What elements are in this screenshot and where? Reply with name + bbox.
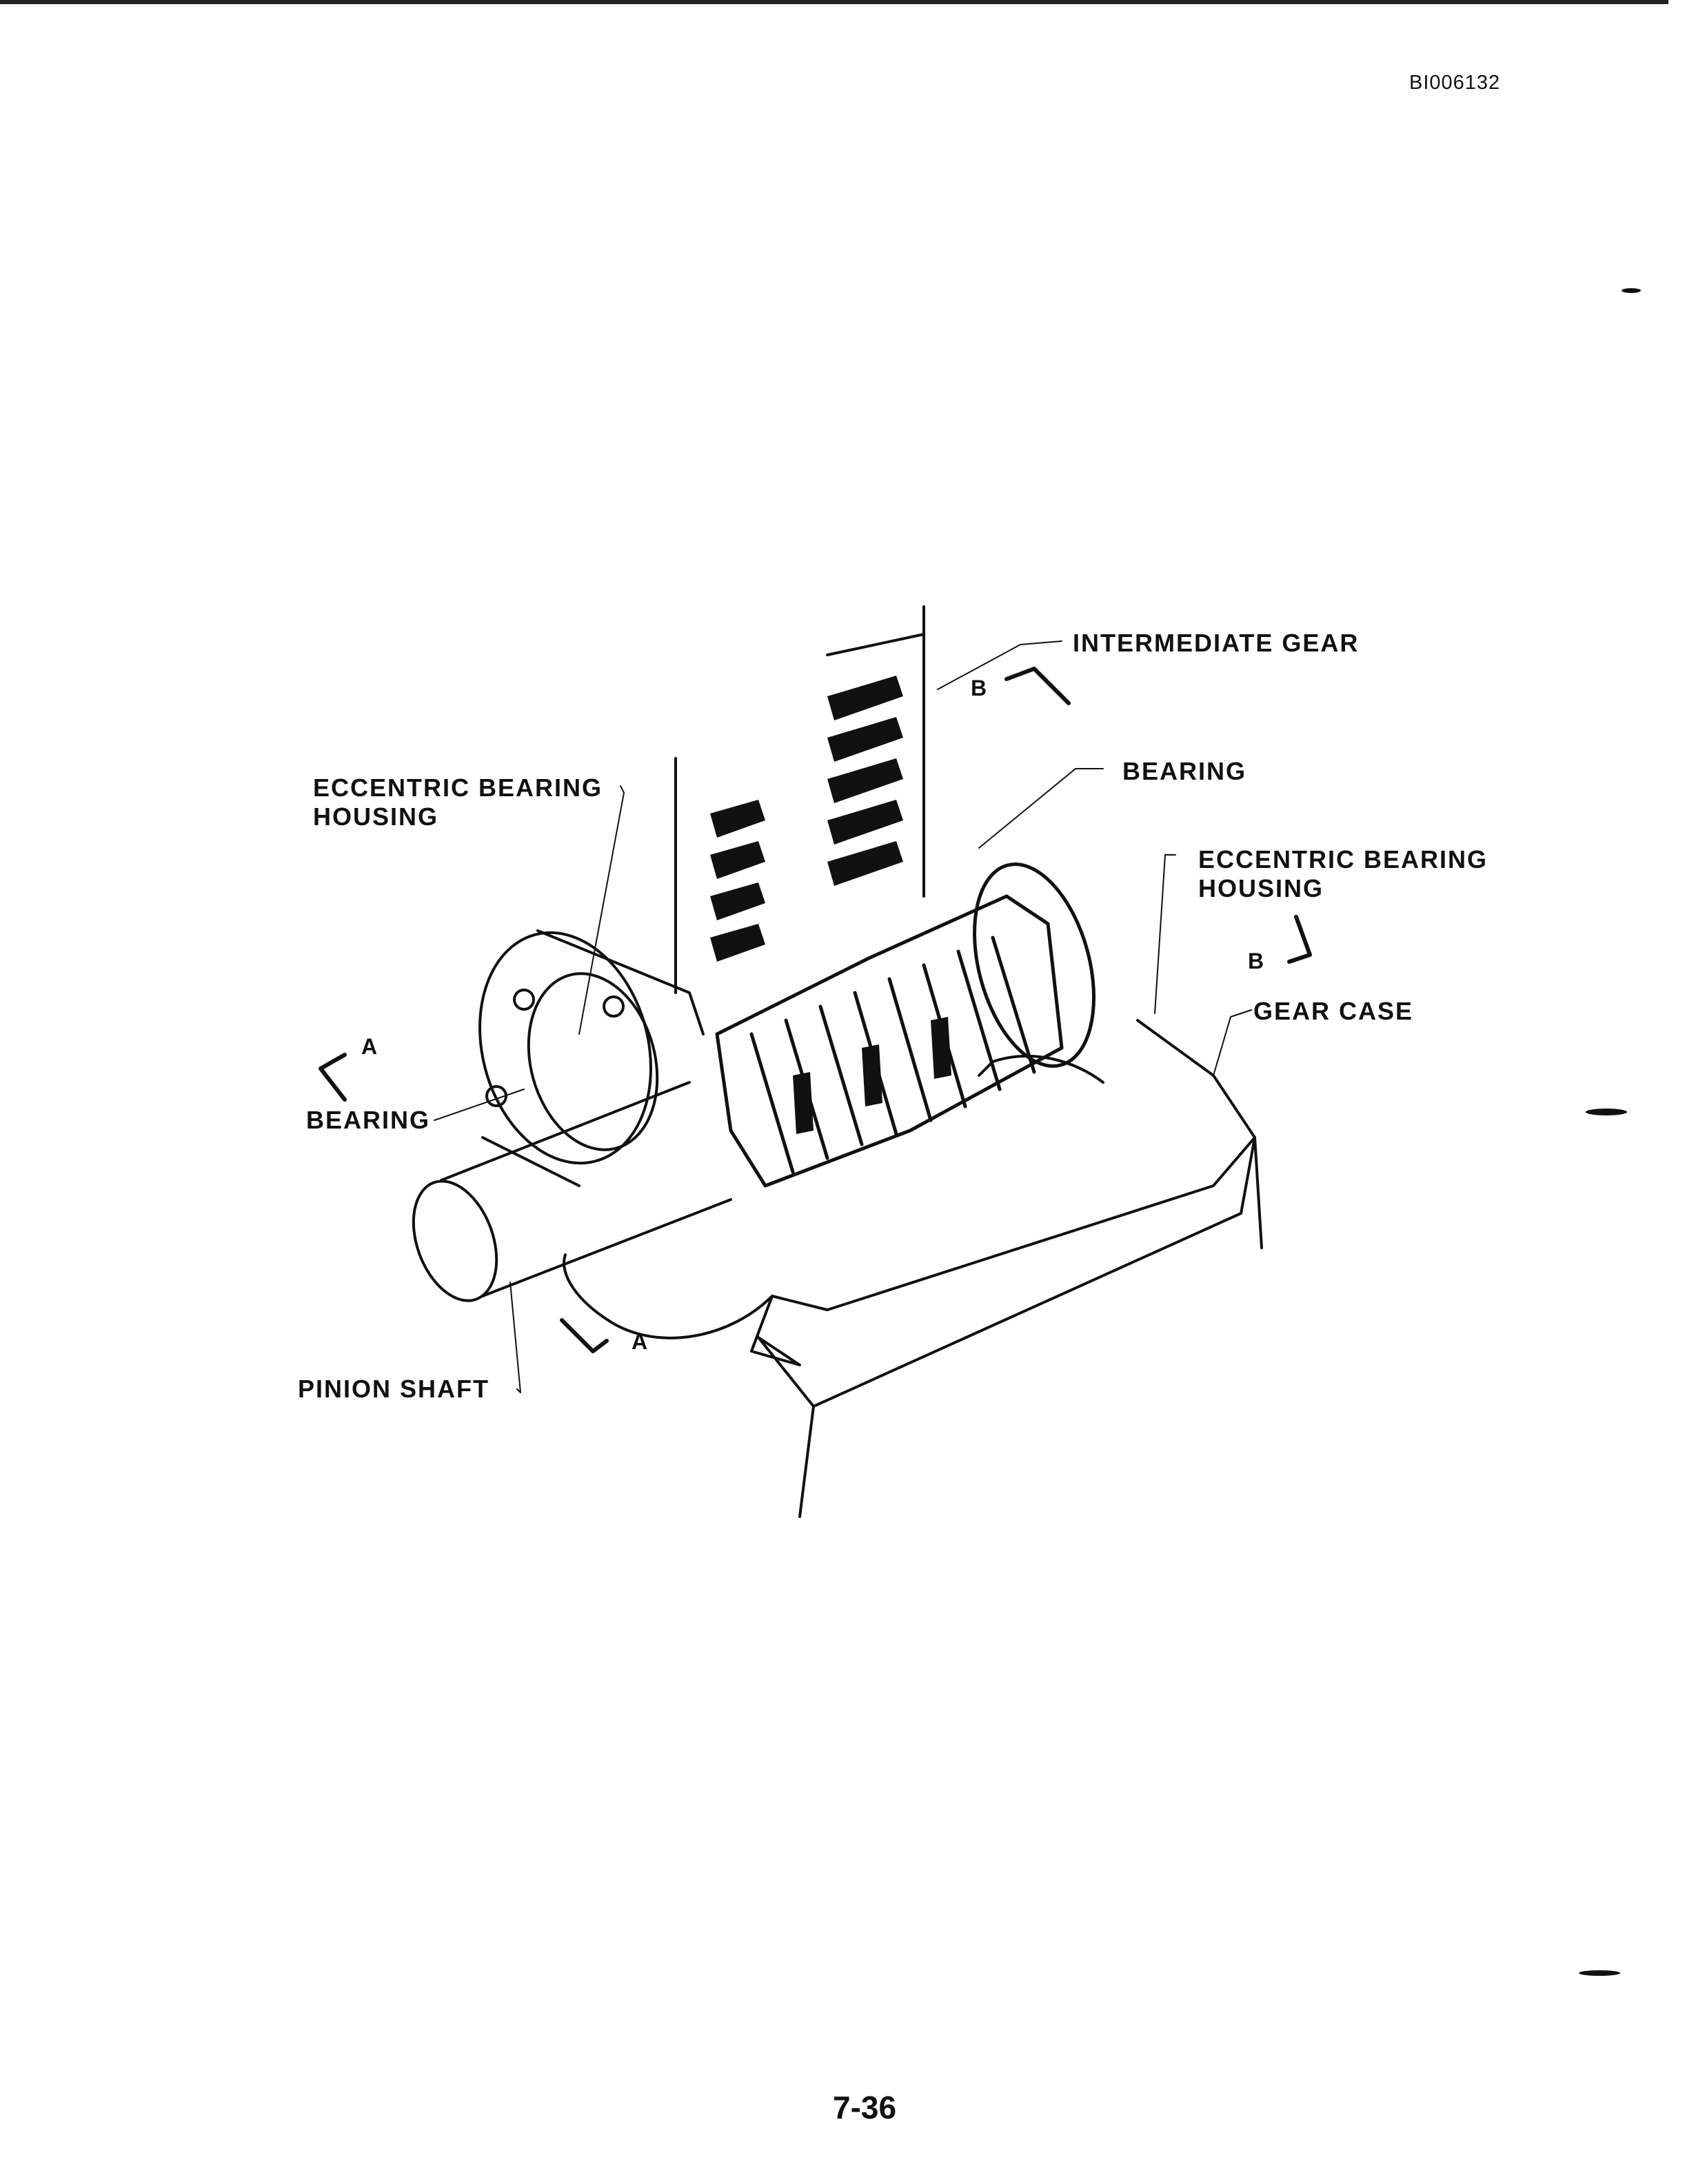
label-bearing-left: BEARING [306,1106,431,1134]
section-mark-b-right: B [1248,949,1264,973]
label-line: HOUSING [313,802,439,831]
label-eccentric-bearing-housing-left: ECCENTRIC BEARING HOUSING [313,774,603,831]
label-line: ECCENTRIC BEARING [1198,845,1488,873]
gear-tooth-shading [710,676,951,1134]
label-eccentric-bearing-housing-right: ECCENTRIC BEARING HOUSING [1198,845,1488,903]
pinion-shaft [412,1081,732,1302]
label-line: ECCENTRIC BEARING [313,774,603,802]
section-mark-a-left: A [361,1034,378,1059]
label-bearing-top: BEARING [1122,757,1247,785]
label-intermediate-gear: INTERMEDIATE GEAR [1073,629,1360,657]
leader-lines [434,640,1252,1393]
label-line: HOUSING [1198,874,1324,902]
section-arrows [319,667,1312,1353]
label-pinion-shaft: PINION SHAFT [298,1375,490,1403]
document-id: BI006132 [1409,72,1501,94]
gear-case-block [563,1019,1263,1518]
eccentric-bearing-housing-left [478,929,705,1187]
scan-mark [1622,288,1641,293]
section-mark-a-bottom: A [632,1329,648,1354]
pinion-gear-teeth [715,862,1096,1188]
intermediate-gear-teeth [674,605,925,994]
page-number: 7-36 [833,2090,897,2125]
scan-edge-line [0,0,1668,4]
scan-mark [1579,1970,1620,1976]
section-mark-b-top: B [971,676,987,700]
scan-mark [1586,1109,1627,1115]
label-gear-case: GEAR CASE [1253,997,1414,1025]
